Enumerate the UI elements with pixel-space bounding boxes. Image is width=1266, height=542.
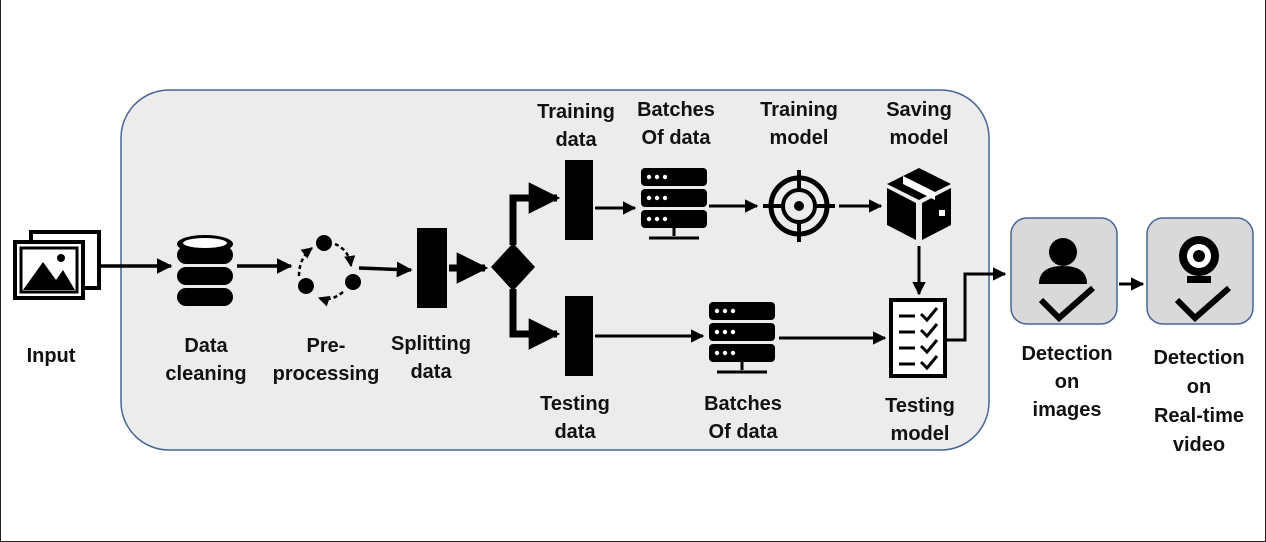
saving-model-label: Saving model [886,99,952,149]
testing-model-label: Testing model [885,395,955,445]
decision-diamond-icon [491,243,535,291]
testing-data-label: Testing data [540,393,610,443]
flow-arrows [101,182,1145,350]
data-cleaning-label: Data cleaning [165,335,247,385]
server-icon [709,302,775,374]
input-label: Input [26,345,76,367]
batches-train-label: Batches Of data [637,99,715,149]
cycle-icon [297,235,361,307]
arrow-preprocessing-to-splitting [358,261,413,278]
database-icon [177,235,233,306]
batches-test-label: Batches Of data [704,393,782,443]
arrow-testing-model-to-detection [947,267,1007,342]
checklist-icon [889,298,947,378]
training-data-bar [565,160,593,240]
target-icon [763,170,835,242]
pre-processing-label: Pre- processing [272,335,380,385]
splitter-bar-icon [417,228,447,308]
training-model-label: Training model [760,99,838,149]
testing-data-bar [565,296,593,376]
server-icon [641,168,707,240]
detection-video-label: Detection on Real-time video [1153,347,1245,456]
detection-images-label: Detection on images [1021,343,1113,421]
training-data-label: Training data [537,101,615,151]
webcam-check-icon [1174,236,1231,323]
splitting-data-label: Splitting data [391,333,471,383]
arrow-diamond-to-testing [509,289,561,350]
person-check-icon [1038,238,1095,323]
image-gallery-icon [13,230,101,300]
arrow-diamond-to-training [509,182,561,245]
box-icon [887,168,951,240]
